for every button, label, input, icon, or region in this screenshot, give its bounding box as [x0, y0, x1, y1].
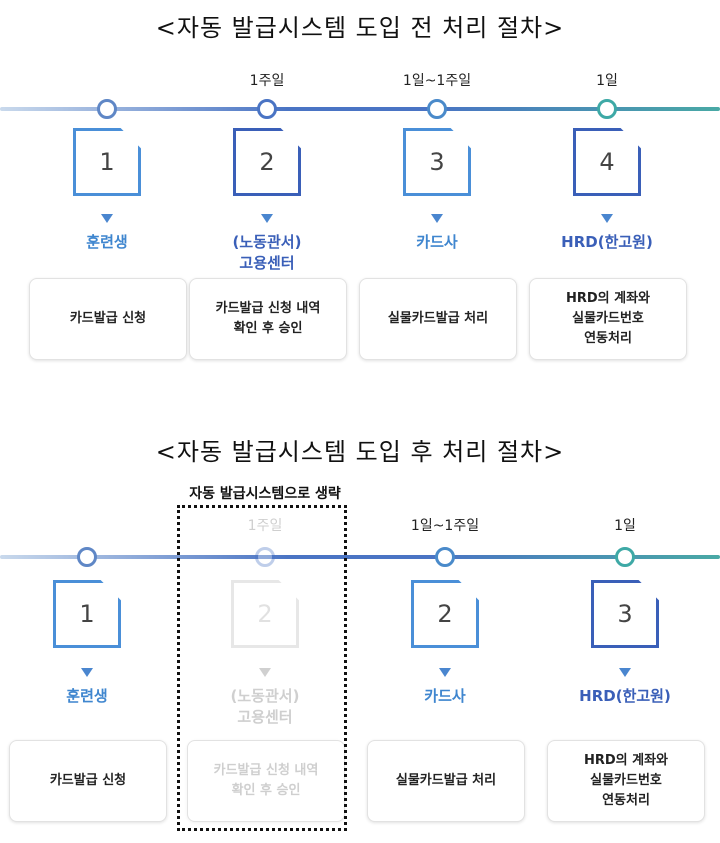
down-arrow-icon — [259, 668, 271, 677]
after-title: <자동 발급시스템 도입 후 처리 절차> — [155, 438, 565, 466]
step-duration: 1일 — [614, 518, 636, 534]
step-actor-label: (노동관서) 고용센터 — [187, 232, 347, 274]
timeline-node — [97, 99, 117, 119]
step-number-badge: 3 — [403, 128, 471, 196]
step-actor-text: 훈련생 — [86, 233, 128, 251]
step-actor-label: HRD(한고원) — [527, 232, 687, 253]
step-number-badge: 1 — [73, 128, 141, 196]
step-actor-text: 카드사 — [416, 233, 458, 251]
step-actor-label: 훈련생 — [27, 232, 187, 253]
step-task-box: HRD의 계좌와 실물카드번호 연동처리 — [529, 278, 687, 360]
step-actor-label: 훈련생 — [7, 686, 167, 707]
step-number-badge: 2 — [233, 128, 301, 196]
step-actor-label: (노동관서) 고용센터 — [185, 686, 345, 728]
timeline-node — [257, 99, 277, 119]
step-number: 3 — [617, 600, 633, 628]
step-task-box: 실물카드발급 처리 — [359, 278, 517, 360]
omitted-step-frame — [177, 505, 347, 831]
timeline-node — [615, 547, 635, 567]
after-timeline — [0, 555, 720, 559]
timeline-node — [597, 99, 617, 119]
timeline-node — [255, 547, 275, 567]
omitted-note: 자동 발급시스템으로 생략 — [189, 486, 341, 502]
step-task-box: 카드발급 신청 — [9, 740, 167, 822]
step-number: 2 — [437, 600, 453, 628]
step-task-text: HRD의 계좌와 실물카드번호 연동처리 — [583, 753, 669, 808]
timeline-node — [435, 547, 455, 567]
step-actor-label: 카드사 — [365, 686, 525, 707]
step-number: 1 — [79, 600, 95, 628]
step-task-text: HRD의 계좌와 실물카드번호 연동처리 — [565, 291, 651, 346]
step-duration: 1일 — [596, 73, 618, 89]
step-number: 1 — [99, 148, 115, 176]
step-number: 2 — [257, 600, 273, 628]
step-number: 3 — [429, 148, 445, 176]
step-number-badge: 2 — [231, 580, 299, 648]
down-arrow-icon — [431, 214, 443, 223]
step-number: 2 — [259, 148, 275, 176]
step-actor-label: HRD(한고원) — [545, 686, 705, 707]
step-actor-label: 카드사 — [357, 232, 517, 253]
step-duration: 1주일 — [249, 73, 285, 89]
step-number-badge: 2 — [411, 580, 479, 648]
down-arrow-icon — [601, 214, 613, 223]
before-title: <자동 발급시스템 도입 전 처리 절차> — [155, 14, 565, 42]
step-task-text: 실물카드발급 처리 — [387, 311, 489, 326]
step-number-badge: 3 — [591, 580, 659, 648]
step-duration: 1주일 — [247, 518, 283, 534]
step-task-box: 카드발급 신청 내역 확인 후 승인 — [189, 278, 347, 360]
step-task-text: 카드발급 신청 — [69, 311, 147, 326]
down-arrow-icon — [261, 214, 273, 223]
step-task-text: 카드발급 신청 내역 확인 후 승인 — [215, 301, 321, 336]
timeline-node — [77, 547, 97, 567]
step-task-text: 실물카드발급 처리 — [395, 773, 497, 788]
step-task-box: 실물카드발급 처리 — [367, 740, 525, 822]
down-arrow-icon — [439, 668, 451, 677]
before-timeline — [0, 107, 720, 111]
step-number-badge: 1 — [53, 580, 121, 648]
step-duration: 1일~1주일 — [402, 73, 472, 89]
step-task-box: 카드발급 신청 — [29, 278, 187, 360]
step-task-text: 카드발급 신청 — [49, 773, 127, 788]
down-arrow-icon — [619, 668, 631, 677]
step-actor-text: 훈련생 — [66, 687, 108, 705]
step-task-box: 카드발급 신청 내역 확인 후 승인 — [187, 740, 345, 822]
step-actor-text: HRD(한고원) — [579, 687, 671, 705]
timeline-node — [427, 99, 447, 119]
step-actor-text: (노동관서) 고용센터 — [232, 233, 302, 272]
step-duration: 1일~1주일 — [410, 518, 480, 534]
step-actor-text: 카드사 — [424, 687, 466, 705]
step-task-text: 카드발급 신청 내역 확인 후 승인 — [213, 763, 319, 798]
step-task-box: HRD의 계좌와 실물카드번호 연동처리 — [547, 740, 705, 822]
down-arrow-icon — [101, 214, 113, 223]
step-number: 4 — [599, 148, 615, 176]
step-actor-text: (노동관서) 고용센터 — [230, 687, 300, 726]
step-actor-text: HRD(한고원) — [561, 233, 653, 251]
step-number-badge: 4 — [573, 128, 641, 196]
down-arrow-icon — [81, 668, 93, 677]
